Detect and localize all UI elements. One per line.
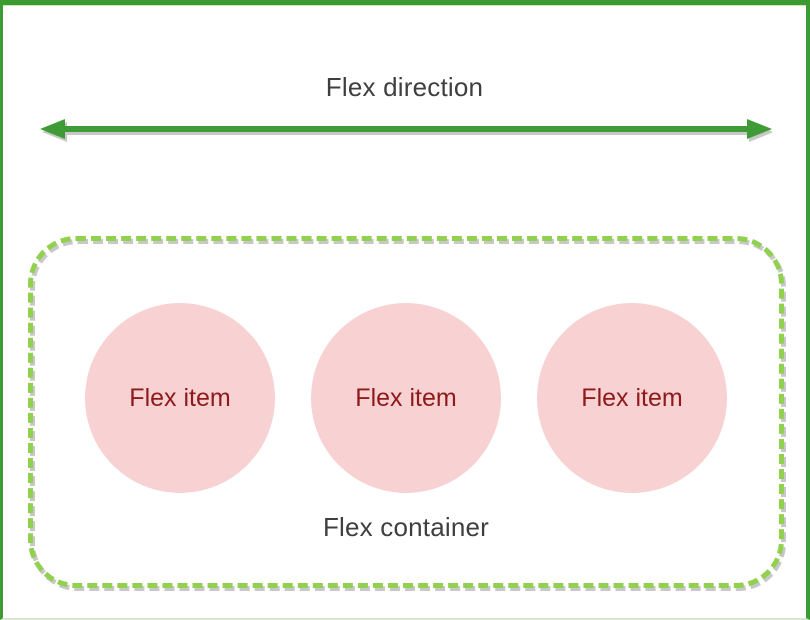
flex-container-dashed-border	[28, 236, 784, 588]
flex-item: Flex item	[311, 303, 501, 493]
flex-item: Flex item	[85, 303, 275, 493]
flex-item-label: Flex item	[355, 383, 457, 412]
flex-container: Flex item Flex item Flex item Flex conta…	[28, 236, 784, 588]
flex-direction-arrow-icon	[40, 119, 772, 142]
flex-item-label: Flex item	[581, 383, 683, 412]
flex-direction-label: Flex direction	[325, 72, 484, 102]
flex-item: Flex item	[537, 303, 727, 493]
flex-container-label: Flex container	[322, 512, 490, 542]
flex-item-label: Flex item	[129, 383, 231, 412]
flex-items-row: Flex item Flex item Flex item	[28, 303, 784, 493]
